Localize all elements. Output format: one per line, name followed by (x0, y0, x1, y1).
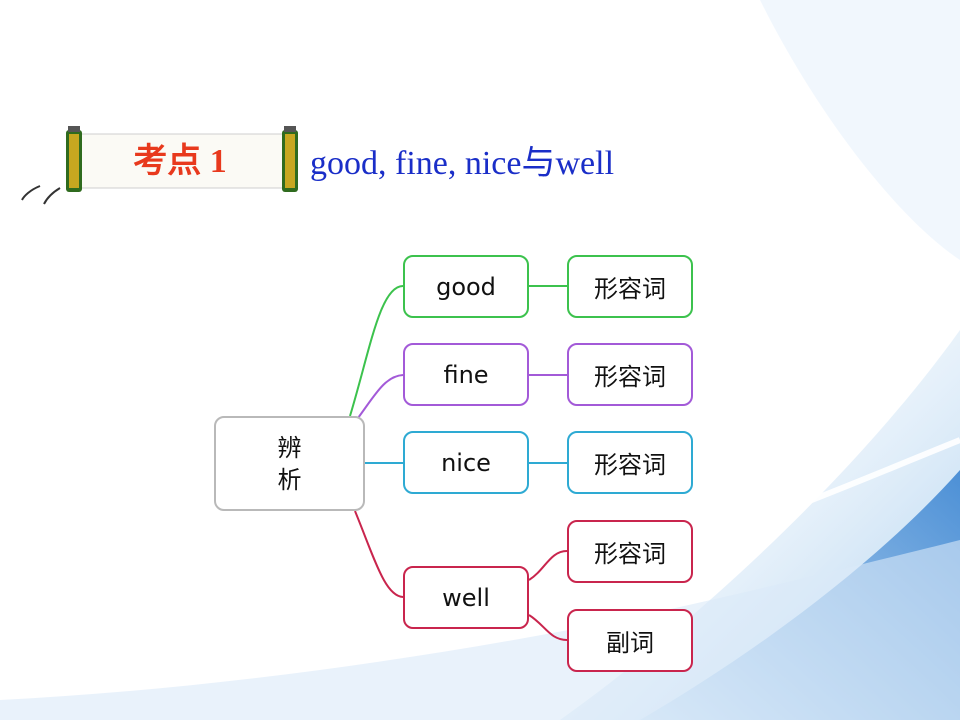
node-fine: fine (403, 343, 529, 406)
root-node-line1: 辨 (277, 433, 302, 462)
section-badge: 考点 1 (133, 143, 227, 180)
node-nice: nice (403, 431, 529, 494)
connector-well (354, 510, 404, 598)
root-node-line2: 析 (277, 465, 302, 494)
label-nice-adjective: 形容词 (567, 431, 693, 494)
connector-well-label1 (528, 550, 568, 581)
root-node: 辨 析 (214, 416, 365, 511)
label-well-adverb: 副词 (567, 609, 693, 672)
connector-good (349, 285, 404, 417)
scroll-banner (21, 126, 298, 205)
connector-fine (357, 374, 404, 419)
label-fine-adjective: 形容词 (567, 343, 693, 406)
page-title: good, fine, nice与well (310, 145, 615, 182)
connector-well-label2 (528, 614, 568, 641)
label-well-adjective: 形容词 (567, 520, 693, 583)
node-well: well (403, 566, 529, 629)
node-good: good (403, 255, 529, 318)
label-good-adjective: 形容词 (567, 255, 693, 318)
